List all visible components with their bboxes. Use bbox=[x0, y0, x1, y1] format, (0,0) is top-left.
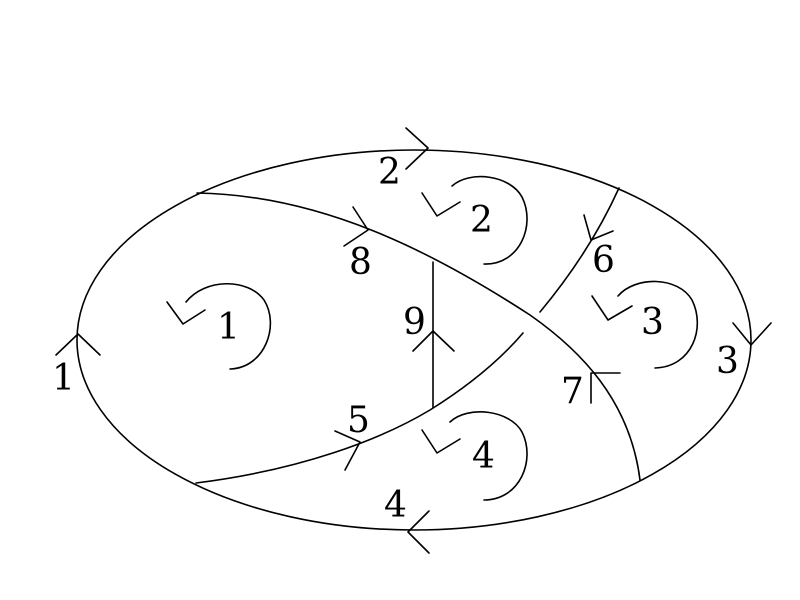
branch-6-line bbox=[539, 187, 620, 313]
branch-label-4: 4 bbox=[384, 485, 407, 526]
arrowhead-icon bbox=[412, 330, 455, 352]
arrowhead-icon bbox=[583, 214, 614, 241]
arrowhead-icon bbox=[421, 192, 461, 217]
branch-label-1: 1 bbox=[52, 358, 75, 399]
branch-label-3: 3 bbox=[716, 341, 739, 382]
mesh-label-3: 3 bbox=[641, 302, 664, 343]
branch-label-7: 7 bbox=[561, 371, 584, 412]
arrowhead-icon bbox=[405, 127, 429, 170]
counterclockwise-arrow-icon bbox=[185, 283, 272, 370]
arrowhead-icon bbox=[334, 430, 361, 471]
mesh-3-arrow bbox=[591, 280, 699, 369]
mesh-1-arrow bbox=[166, 283, 272, 370]
branch-label-2: 2 bbox=[378, 152, 401, 193]
branch-label-9: 9 bbox=[403, 302, 426, 343]
arrowhead-icon bbox=[407, 510, 430, 554]
counterclockwise-arrow-icon bbox=[449, 411, 528, 501]
arrowhead-icon bbox=[590, 372, 621, 404]
mesh-label-2: 2 bbox=[470, 200, 493, 241]
arrowhead-icon bbox=[343, 206, 369, 247]
counterclockwise-arrow-icon bbox=[451, 175, 528, 265]
arrowhead-icon bbox=[732, 322, 772, 346]
mesh-label-4: 4 bbox=[472, 436, 495, 477]
branch-5-curve bbox=[195, 332, 524, 484]
mesh-4-arrow bbox=[421, 411, 528, 501]
arrowhead-icon bbox=[421, 429, 461, 454]
branch-label-6: 6 bbox=[592, 240, 615, 281]
mesh-2-arrow bbox=[421, 175, 528, 265]
arrowhead-icon bbox=[166, 301, 206, 325]
counterclockwise-arrow-icon bbox=[617, 280, 699, 369]
arrowhead-icon bbox=[591, 295, 633, 321]
outer-loop bbox=[76, 149, 752, 531]
branch-8-diagonal bbox=[196, 192, 641, 481]
branch-label-5: 5 bbox=[347, 400, 370, 441]
branch-label-8: 8 bbox=[349, 242, 372, 283]
mesh-label-1: 1 bbox=[217, 307, 240, 348]
arrowhead-icon bbox=[55, 333, 101, 356]
